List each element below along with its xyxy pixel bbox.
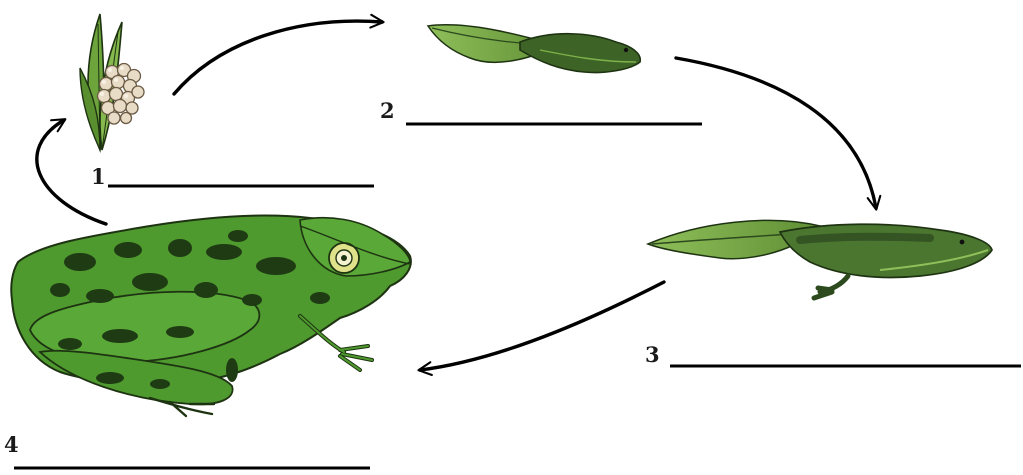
tadpole-with-legs-illustration (648, 220, 992, 298)
arrow-tadpole-legs-to-frog (420, 282, 664, 370)
stage-4-number: 4 (4, 432, 19, 457)
arrow-eggs-to-tadpole (174, 21, 382, 94)
tadpole-illustration (428, 25, 640, 73)
stage-1-number: 1 (91, 164, 106, 189)
adult-frog-illustration (11, 216, 411, 416)
eggs-illustration (80, 14, 144, 150)
stage-3-number: 3 (645, 342, 660, 367)
arrow-tadpole-to-tadpole-legs (676, 58, 876, 208)
stage-2-number: 2 (380, 98, 395, 123)
